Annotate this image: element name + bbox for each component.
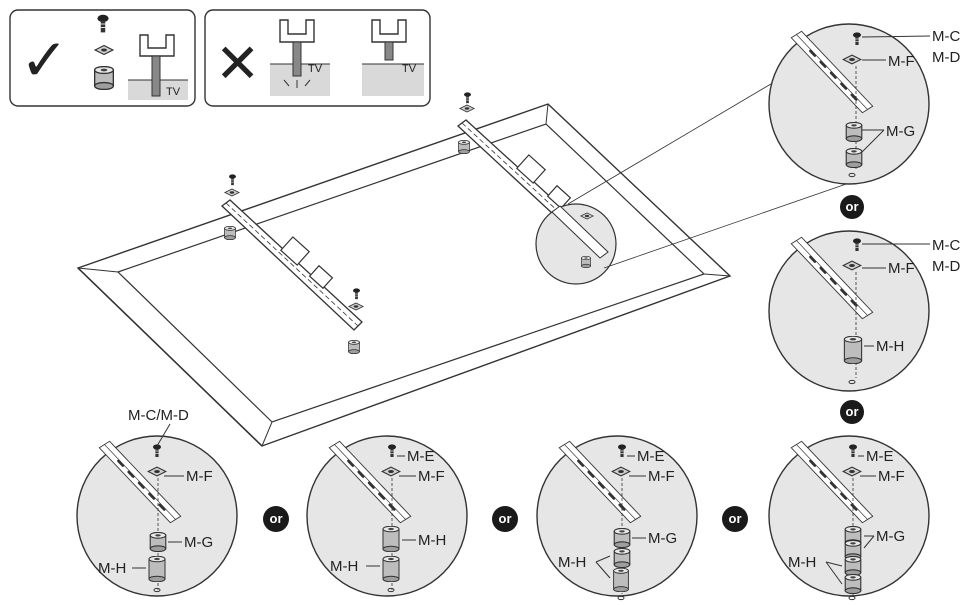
label-m-h: M-H — [418, 532, 446, 549]
detail-right-2: M-C M-D M-F M-H — [768, 230, 960, 392]
left-mounting-bracket — [220, 174, 364, 354]
label-m-e: M-E — [866, 448, 894, 465]
label-m-c-m-d: M-C/M-D — [128, 407, 189, 424]
svg-text:or: or — [846, 404, 859, 419]
label-m-f: M-F — [888, 260, 915, 277]
label-m-h: M-H — [330, 558, 358, 575]
label-m-f: M-F — [878, 468, 905, 485]
detail-right-1: M-C M-D M-F M-G — [768, 23, 960, 185]
detail-right-3: M-E M-F M-G M-H — [768, 435, 930, 601]
label-m-f: M-F — [186, 468, 213, 485]
svg-text:or: or — [270, 511, 283, 526]
detail-bottom-2: M-E M-F M-H M-H — [306, 435, 468, 597]
check-icon: ✓ — [20, 28, 69, 93]
detail-bottom-1: M-C/M-D M-F M-G M-H — [76, 407, 238, 597]
wrong-legend-box: ✕ TV TV — [204, 9, 431, 107]
correct-legend-box: ✓ TV — [9, 9, 196, 107]
label-m-h: M-H — [876, 338, 904, 355]
svg-text:or: or — [499, 511, 512, 526]
tv-label: TV — [308, 63, 323, 75]
tv-label: TV — [402, 63, 417, 75]
tv-label: TV — [166, 86, 181, 98]
or-badge-right-2: or — [840, 400, 864, 424]
label-m-g: M-G — [648, 530, 677, 547]
label-m-d: M-D — [932, 49, 960, 66]
or-badge-bottom-1: or — [263, 506, 289, 532]
label-m-g: M-G — [886, 123, 915, 140]
label-m-h: M-H — [98, 560, 126, 577]
label-m-c: M-C — [932, 237, 960, 254]
or-badge-right-1: or — [840, 195, 864, 219]
label-m-d: M-D — [932, 258, 960, 275]
wrong-bolt-too-long-icon: TV — [270, 19, 330, 96]
label-m-g: M-G — [876, 528, 905, 545]
correct-bolt-tv-icon: TV — [128, 34, 188, 100]
wrong-bolt-too-short-icon: TV — [362, 19, 424, 96]
cross-icon: ✕ — [215, 34, 260, 94]
tv-back-panel — [76, 103, 732, 447]
label-m-f: M-F — [418, 468, 445, 485]
label-m-h: M-H — [558, 554, 586, 571]
label-m-f: M-F — [648, 468, 675, 485]
svg-text:or: or — [729, 511, 742, 526]
svg-text:or: or — [846, 199, 859, 214]
label-m-e: M-E — [407, 448, 435, 465]
or-badge-bottom-3: or — [722, 506, 748, 532]
or-badge-bottom-2: or — [492, 506, 518, 532]
label-m-h: M-H — [788, 554, 816, 571]
label-m-e: M-E — [637, 448, 665, 465]
detail-bottom-3: M-E M-F M-G M-H — [536, 435, 698, 601]
detail-zoom-circle — [535, 35, 853, 285]
label-m-g: M-G — [184, 534, 213, 551]
label-m-c: M-C — [932, 28, 960, 45]
label-m-f: M-F — [888, 53, 915, 70]
